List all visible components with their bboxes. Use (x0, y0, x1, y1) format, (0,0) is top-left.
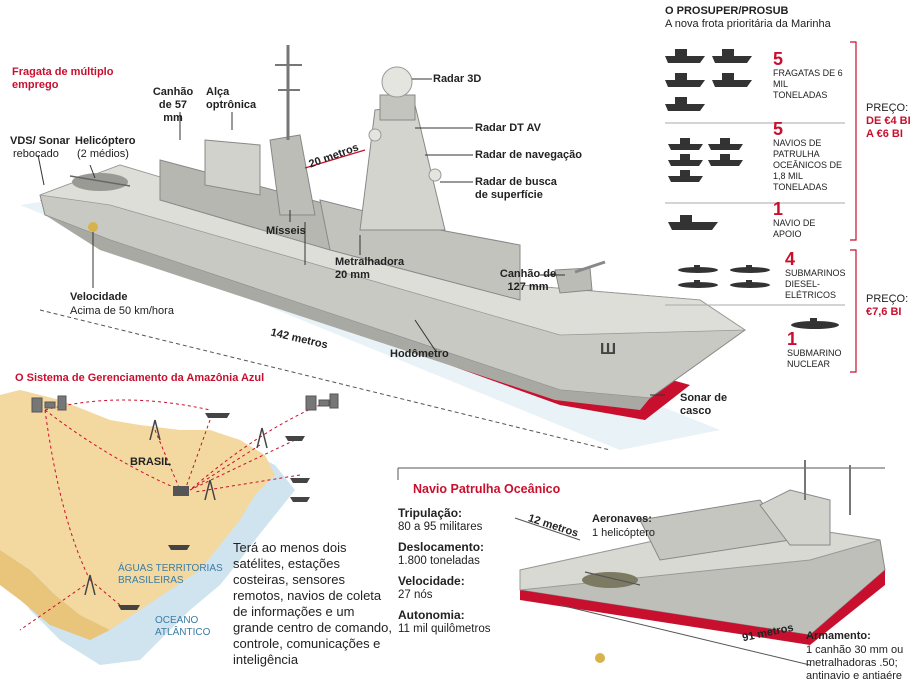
price-label-1: PREÇO: (866, 102, 909, 114)
label-radar-3d: Radar 3D (433, 73, 482, 85)
map-label-brasil: BRASIL (130, 456, 171, 468)
price-label-2: PREÇO: (866, 293, 909, 305)
prosuper-num: 1 (787, 329, 798, 349)
frigate-title: Fragata de múltiplo emprego (12, 66, 114, 91)
label-helicoptero-sub: (2 médios) (77, 148, 129, 160)
label-radar-navegacao: Radar de navegação (475, 149, 582, 161)
spec-velocidade-label: Velocidade: (398, 574, 465, 588)
patrol-specs: Tripulação: 80 a 95 militares Deslocamen… (398, 506, 513, 642)
spec-autonomia-value: 11 mil quilômetros (398, 623, 491, 635)
prosuper-text: NAVIO DE APOIO (773, 218, 816, 239)
label-helicoptero: Helicóptero (75, 135, 136, 147)
label-velocidade: Velocidade (70, 291, 128, 303)
spec-tripulacao-label: Tripulação: (398, 506, 463, 520)
prosuper-num: 5 (773, 119, 784, 139)
label-armamento: Armamento: (806, 630, 871, 642)
prosuper-num: 5 (773, 49, 784, 69)
label-vds-sub: rebocado (13, 148, 59, 160)
label-canhao-127: Canhão de 127 mm (499, 268, 557, 293)
prosuper-num: 1 (773, 199, 784, 219)
spec-tripulacao-value: 80 a 95 militares (398, 521, 483, 533)
label-vds-sonar: VDS/ Sonar (10, 135, 70, 147)
label-velocidade-value: Acima de 50 km/hora (70, 305, 174, 317)
prosuper-text: SUBMARINO NUCLEAR (787, 348, 842, 369)
label-aeronaves: Aeronaves: (592, 513, 652, 525)
map-label-oceano: OCEANO ATLÂNTICO (155, 615, 211, 638)
spec-deslocamento-value: 1.800 toneladas (398, 555, 480, 567)
amazonia-title: O Sistema de Gerenciamento da Amazônia A… (15, 372, 265, 384)
prosuper-item-apoio: 1 NAVIO DE APOIO (773, 200, 843, 240)
prosuper-item-fragatas: 5 FRAGATAS DE 6 MIL TONELADAS (773, 50, 843, 101)
label-radar-busca: Radar de busca de superfície (475, 176, 557, 201)
label-misseis: Mísseis (266, 225, 306, 237)
patrol-title: Navio Patrulha Oceânico (413, 482, 561, 496)
prosuper-num: 4 (785, 249, 796, 269)
label-sonar-casco: Sonar de casco (680, 392, 728, 417)
amazonia-description: Terá ao menos dois satélites, estações c… (233, 540, 392, 667)
prosuper-text: SUBMARINOS DIESEL-ELÉTRICOS (785, 268, 846, 300)
spec-velocidade-value: 27 nós (398, 589, 433, 601)
prosuper-text: NAVIOS DE PATRULHA OCEÂNICOS DE 1,8 MIL … (773, 138, 843, 192)
label-aeronaves-value: 1 helicóptero (592, 527, 655, 539)
prosuper-item-patrulha: 5 NAVIOS DE PATRULHA OCEÂNICOS DE 1,8 MI… (773, 120, 848, 193)
prosuper-title: O PROSUPER/PROSUB (665, 5, 789, 17)
spec-autonomia-label: Autonomia: (398, 608, 465, 622)
map-label-aguas: ÁGUAS TERRITORIAS BRASILEIRAS (118, 563, 223, 586)
spec-deslocamento-label: Deslocamento: (398, 540, 485, 554)
price-value-1: DE €4 BI A €6 BI (866, 115, 911, 140)
svg-text:Ш: Ш (600, 341, 616, 358)
prosuper-item-nuclear: 1 SUBMARINO NUCLEAR (787, 330, 847, 370)
prosuper-subtitle: A nova frota prioritária da Marinha (665, 18, 831, 30)
prosuper-item-submarinos: 4 SUBMARINOS DIESEL-ELÉTRICOS (785, 249, 846, 301)
price-value-2: €7,6 BI (866, 306, 902, 318)
label-radar-dt-av: Radar DT AV (475, 122, 542, 134)
label-alca-optronica: Alça optrônica (206, 86, 257, 111)
label-canhao-57: Canhão de 57 mm (152, 86, 194, 124)
prosuper-text: FRAGATAS DE 6 MIL TONELADAS (773, 68, 843, 100)
label-hodometro: Hodômetro (390, 348, 449, 360)
label-metralhadora: Metralhadora 20 mm (335, 256, 405, 281)
label-armamento-value: 1 canhão 30 mm ou metralhadoras .50; ant… (806, 644, 904, 682)
